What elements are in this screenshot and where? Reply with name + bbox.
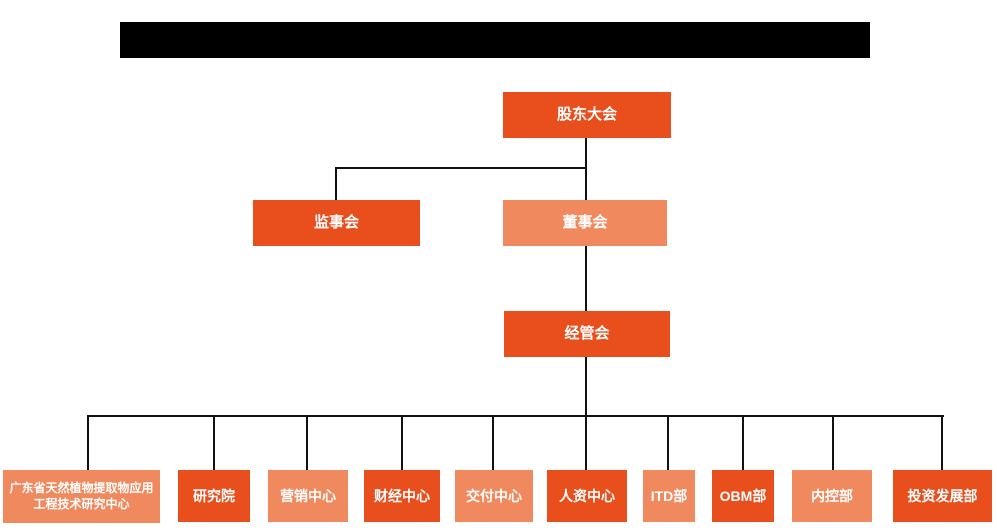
connector-line — [585, 246, 587, 311]
connector-line — [492, 415, 494, 470]
org-box-itd-department: ITD部 — [643, 470, 695, 522]
connector-line — [335, 167, 587, 169]
org-box-label: 投资发展部 — [907, 487, 978, 504]
org-box-label: 营销中心 — [280, 487, 336, 504]
org-box-obm-department: OBM部 — [712, 470, 774, 522]
org-box-label: 研究院 — [193, 487, 235, 504]
org-box-label: 内控部 — [811, 487, 853, 504]
org-box-marketing-center: 营销中心 — [268, 470, 348, 522]
org-box-label: 广东省天然植物提取物应用工程技术研究中心 — [9, 480, 154, 511]
connector-line — [401, 415, 403, 470]
connector-line — [742, 415, 744, 470]
redacted-title-bar — [120, 22, 870, 58]
org-box-board-of-directors: 董事会 — [503, 200, 667, 246]
org-box-label: 股东大会 — [556, 106, 617, 124]
org-box-label: 监事会 — [313, 214, 359, 232]
connector-line — [585, 415, 587, 470]
org-box-hr-center: 人资中心 — [547, 470, 627, 522]
connector-line — [306, 415, 308, 470]
org-box-investment-development-department: 投资发展部 — [893, 470, 992, 522]
org-box-supervisory-board: 监事会 — [253, 200, 420, 246]
org-box-internal-control-department: 内控部 — [792, 470, 872, 522]
connector-line — [335, 167, 337, 200]
org-box-label: 财经中心 — [374, 487, 430, 504]
org-box-delivery-center: 交付中心 — [455, 470, 533, 522]
connector-line — [832, 415, 834, 470]
org-box-research-institute: 研究院 — [178, 470, 250, 522]
connector-line — [667, 415, 669, 470]
org-box-label: 经管会 — [564, 325, 610, 343]
org-box-management-committee: 经管会 — [504, 311, 670, 357]
org-box-shareholders-meeting: 股东大会 — [503, 92, 671, 138]
connector-line — [87, 415, 944, 417]
connector-line — [87, 415, 89, 470]
org-box-guangdong-plant-extract-research-center: 广东省天然植物提取物应用工程技术研究中心 — [3, 470, 160, 523]
connector-line — [213, 415, 215, 470]
org-box-label: 董事会 — [562, 214, 608, 232]
connector-line — [585, 357, 587, 417]
connector-line — [585, 138, 587, 200]
org-box-label: OBM部 — [719, 487, 767, 504]
org-box-finance-center: 财经中心 — [364, 470, 440, 522]
org-box-label: 人资中心 — [559, 487, 615, 504]
org-box-label: 交付中心 — [466, 487, 522, 504]
org-box-label: ITD部 — [650, 487, 688, 504]
connector-line — [941, 415, 943, 470]
